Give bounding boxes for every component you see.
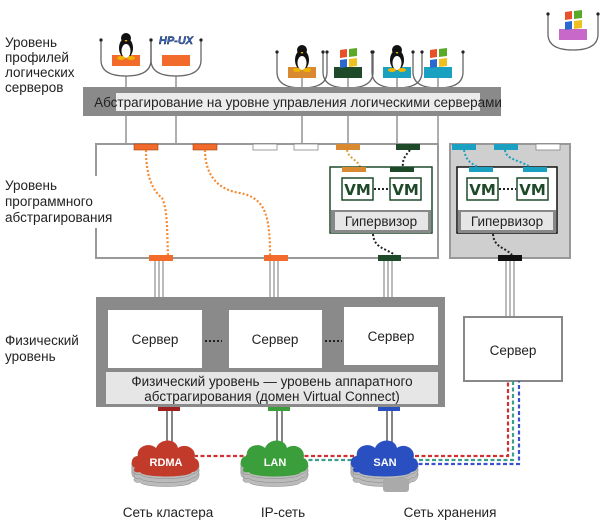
network-cloud-rdma: RDMA Сеть кластера [123,440,214,520]
port [378,255,401,261]
windows-flag-icon [565,10,582,30]
server-profiles: HP-UX [99,10,600,89]
physical-wires [154,261,515,317]
physical-layer-label: Физический уровень — уровень аппаратного [131,374,412,389]
management-abstraction-bar: Абстрагирование на уровне управления лог… [83,87,502,116]
port [336,144,360,150]
network-label: Сеть хранения [404,505,497,520]
level-label-line: профилей [5,50,69,65]
windows-flag-icon [430,48,447,68]
standalone-host-box: VM VM Гипервизор [449,143,571,261]
level-label-line: уровень [5,349,56,364]
virtual-connection [144,149,170,256]
virtual-connection [372,233,396,256]
vm-box [341,177,374,201]
server-profile [546,10,600,51]
profile-color-block [559,29,587,40]
physical-layer-label: абстрагирования (домен Virtual Connect) [144,389,400,404]
label-backdrop [2,176,116,228]
virtual-connection [346,149,361,168]
hypervisor-label: Гипервизор [471,214,543,229]
vm-box [389,177,422,201]
server-label: Сервер [490,343,537,358]
level-label-line: логических [5,65,75,80]
port [133,143,159,151]
level-label-line: Уровень [5,178,57,193]
management-bar-label: Абстрагирование на уровне управления лог… [94,95,502,110]
level-label-line: серверов [5,80,63,95]
network-cloud-san: SAN Сеть хранения [350,440,497,520]
server-label: Сервер [132,332,179,347]
server-label: Сервер [252,332,299,347]
physical-layer-box: Сервер Сервер Сервер Физический уровень … [96,297,445,411]
hypervisor-label: Гипервизор [345,214,417,229]
server-profile: HP-UX [149,35,203,77]
vm-box [466,177,499,201]
level-label-profiles: Уровень профилей логических серверов [5,35,75,95]
server-label: Сервер [368,329,415,344]
network-label: Сеть кластера [123,505,214,520]
standalone-server: Сервер [463,316,563,382]
cloud-label: LAN [264,457,287,469]
port [264,255,288,261]
storage-array-icon [383,478,409,492]
server-box [229,310,322,368]
hp-ux-logo: HP-UX [159,35,194,47]
profile-color-block [334,67,362,78]
network-cloud-lan: LAN IP-сеть [240,440,309,520]
profile-color-block [112,55,140,66]
profile-color-block [383,67,411,78]
vm-label: VM [469,181,496,199]
vm-box [516,177,549,201]
level-label-software: Уровень программного абстрагирования [2,176,116,228]
hypervisor-host: VM VM Гипервизор [329,166,433,234]
port [396,144,420,150]
profile-color-block [424,67,452,78]
server-profile [99,33,153,77]
virtual-connection [401,149,411,168]
port [149,255,173,261]
level-label-line: программного [5,194,93,209]
cloud-label: SAN [373,457,396,469]
networks: RDMA Сеть кластера LAN IP-сеть SAN Сеть хране… [123,440,497,520]
vm-label: VM [392,181,419,199]
profile-bracket [150,40,202,77]
port [192,143,218,151]
level-label-line: Уровень [5,35,57,50]
level-label-line: абстрагирования [5,210,112,225]
windows-flag-icon [340,48,357,68]
profile-color-block [288,67,316,78]
network-label: IP-сеть [261,505,305,520]
port [252,143,278,151]
level-label-physical: Физический уровень [5,333,79,364]
vm-label: VM [344,181,371,199]
server-box [344,307,438,365]
profile-bracket [547,14,599,51]
cloud-label: RDMA [150,457,183,469]
vm-label: VM [519,181,546,199]
server-box [108,310,202,368]
profile-color-block [162,55,190,66]
port [293,143,319,151]
profile-bracket [100,40,152,77]
software-abstraction-box: VM VM Гипервизор [95,143,439,261]
virtual-connection [203,149,272,256]
level-label-line: Физический [5,333,79,348]
